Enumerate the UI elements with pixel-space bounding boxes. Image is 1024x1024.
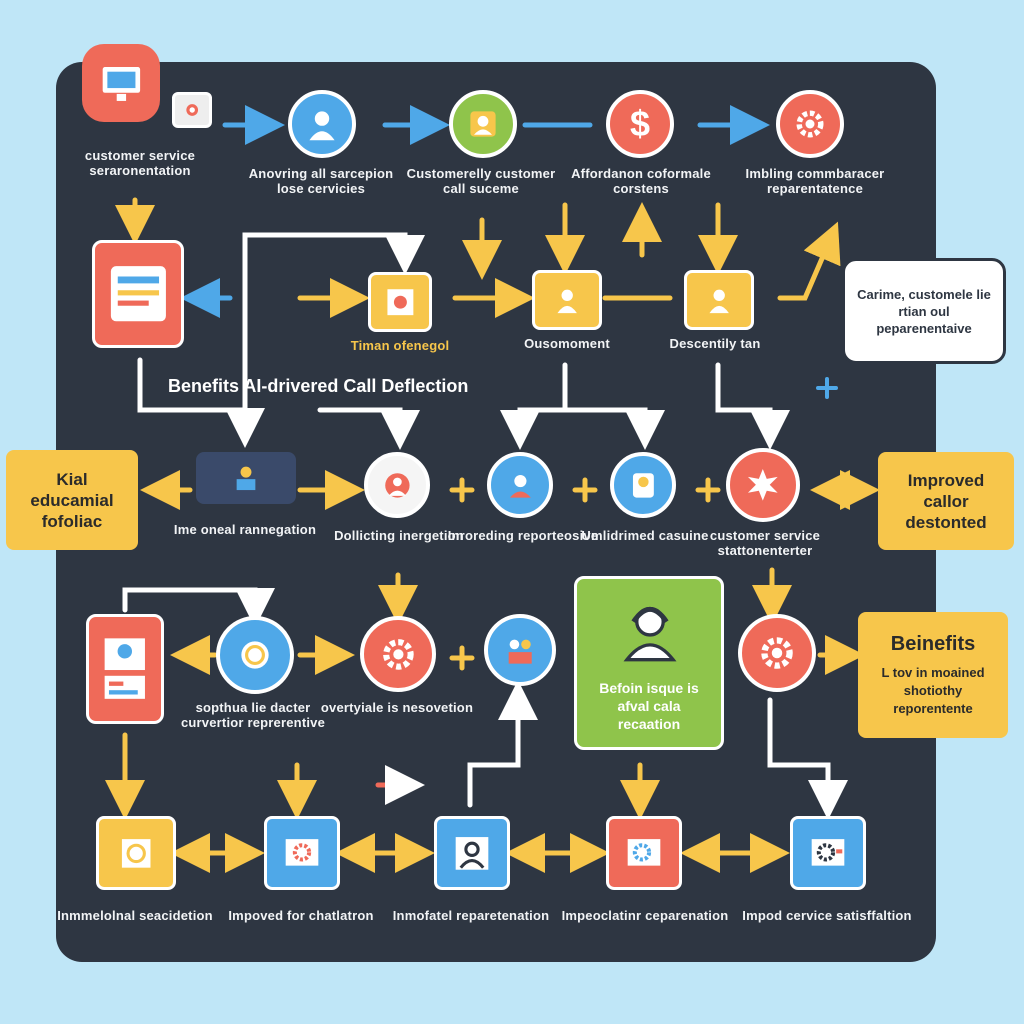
meeting-icon (384, 472, 410, 498)
dollar-node: $ (606, 90, 674, 158)
team-node (484, 614, 556, 686)
bottom-tile-2 (264, 816, 340, 890)
collaboration-icon (508, 639, 532, 664)
benefits-title: Beinefits (890, 632, 976, 655)
speech-bubble: Carime, customele lie rtian oul peparene… (842, 258, 1006, 364)
diagram-board (56, 62, 936, 962)
spiral-icon (121, 838, 151, 868)
photo-tile (368, 272, 432, 332)
camera-icon (186, 104, 198, 116)
profile-card (86, 614, 164, 724)
green-card-text: Befoin isque is afval cala recaation (599, 680, 699, 732)
gear-node (776, 90, 844, 158)
representative-icon (509, 474, 531, 498)
bottom-label-4: Impeoclatinr ceparenation (561, 908, 729, 923)
bottom-label-2: Impoved for chatlatron (228, 908, 374, 923)
agent-tile-2 (684, 270, 754, 330)
top-label-4: Affordanon coformale corstens (571, 166, 711, 196)
top-label-1: customer service seraronentation (84, 148, 196, 178)
group-node (449, 90, 517, 158)
settings-gear-icon (382, 638, 414, 670)
team-icon (470, 111, 496, 137)
bottom-label-3: Inmofatel reparetenation (392, 908, 550, 923)
right-callout: Improved callor destonted (878, 452, 1014, 550)
bottom-tile-3 (434, 816, 510, 890)
cog-screen-icon (285, 838, 319, 866)
benefits-callout: Beinefits L tov in moained shotiothy rep… (858, 612, 1008, 738)
top-label-3: Customerelly customer call suceme (406, 166, 556, 196)
speech-bubble-text: Carime, customele lie rtian oul peparene… (857, 286, 991, 336)
monitor-icon (102, 66, 140, 101)
top-label-2: Anovring all sarcepion lose cervicies (248, 166, 394, 196)
gear-icon (796, 110, 824, 138)
desk-agent-tile (196, 452, 296, 504)
receptionist-icon (236, 467, 256, 491)
row2-label-3: Descentily tan (669, 336, 761, 351)
fingerprint-node (216, 616, 294, 694)
camera-icon-tile (172, 92, 212, 128)
user-profile-icon (455, 836, 489, 870)
right-callout-text: Improved callor destonted (905, 470, 987, 532)
agent-tile-1 (532, 270, 602, 330)
representative-node (487, 452, 553, 518)
left-callout: Kial educamial fofoliac (6, 450, 138, 550)
fingerprint-icon (241, 641, 269, 669)
caller-icon (632, 472, 654, 498)
gear-screen-icon (627, 838, 661, 866)
row3-label-3: Inroreding reporteosive (447, 528, 599, 543)
settings-node (360, 616, 436, 692)
row2-label-2: Ousomoment (524, 336, 610, 351)
person-node (288, 90, 356, 158)
bottom-tile-1 (96, 816, 176, 890)
support-agent-icon (709, 289, 729, 313)
settings-screen-icon (811, 838, 845, 866)
row4-label-2: overtyiale is nesovetion (320, 700, 474, 715)
bottom-label-1: Inmmelolnal seacidetion (57, 908, 213, 923)
row3-label-2: Dollicting inergetion (334, 528, 464, 543)
row3-label-1: Ime oneal rannegation (173, 522, 317, 537)
camera-frame-icon (387, 289, 413, 315)
form-card (92, 240, 184, 348)
person-icon (309, 111, 335, 141)
bottom-label-5: Impod cervice satisffaltion (742, 908, 912, 923)
bottom-tile-4 (606, 816, 682, 890)
row3-label-5: customer service stattonenterter (709, 528, 821, 558)
burst-icon (748, 469, 778, 501)
top-label-5: Imbling commbaracer reparentatence (745, 166, 885, 196)
burst-node (726, 448, 800, 522)
meeting-node (364, 452, 430, 518)
left-callout-text: Kial educamial fofoliac (30, 469, 114, 531)
caller-node (610, 452, 676, 518)
row2-label-1: Timan ofenegol (350, 338, 450, 353)
form-icon (110, 266, 166, 322)
agent-icon (557, 289, 577, 313)
monitor-tile (82, 44, 160, 122)
row4-label-1: sopthua lie dacter curvertior reprerenti… (180, 700, 326, 730)
headset-agent-icon (623, 606, 677, 662)
green-card: Befoin isque is afval cala recaation (574, 576, 724, 750)
benefits-text: L tov in moained shotiothy reporentente (881, 664, 985, 716)
diagram-title: Benefits AI-drivered Call Deflection (168, 376, 469, 396)
process-gear-icon (761, 637, 793, 669)
bottom-tile-5 (790, 816, 866, 890)
dollar-icon: $ (629, 103, 651, 144)
row3-label-4: Umlidrimed casuine (581, 528, 709, 543)
profile-icon (104, 638, 146, 700)
process-node (738, 614, 816, 692)
